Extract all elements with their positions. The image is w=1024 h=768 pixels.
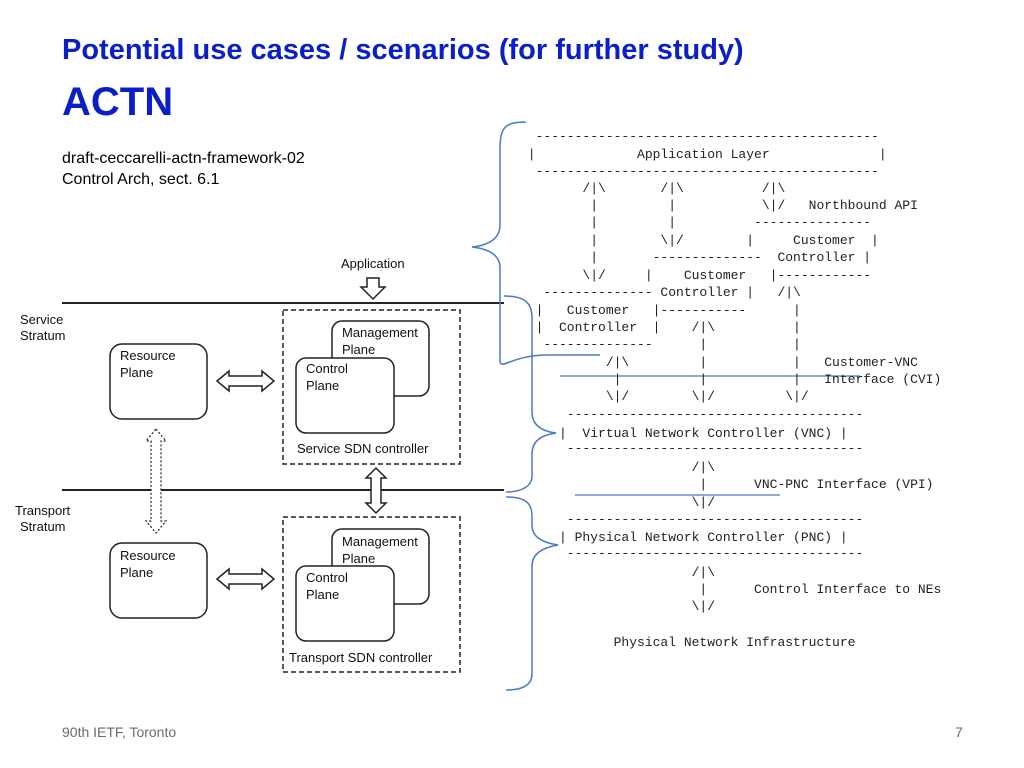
ascii-line-20: /|\ — [520, 460, 715, 475]
ascii-line-07: | \|/ | Customer | — [520, 233, 879, 248]
ascii-line-06: | | --------------- — [520, 215, 871, 230]
ascii-line-21: | VNC-PNC Interface (VPI) — [520, 477, 933, 492]
service-double-arrow — [215, 369, 276, 393]
service-resource-plane-box — [109, 343, 208, 420]
brace-vnc — [503, 295, 557, 493]
reference-text: draft-ceccarelli-actn-framework-02 Contr… — [62, 148, 305, 190]
brace-pnc — [505, 496, 559, 691]
ascii-line-23: -------------------------------------- — [520, 512, 863, 527]
transport-resource-plane-box — [109, 542, 208, 619]
transport-control-plane-label: Control Plane — [306, 570, 352, 602]
controller-vertical-arrow — [364, 466, 388, 515]
ascii-line-17: -------------------------------------- — [520, 407, 863, 422]
ascii-line-01: ----------------------------------------… — [520, 129, 879, 144]
service-control-plane-label: Control Plane — [306, 361, 352, 393]
reference-line-1: draft-ceccarelli-actn-framework-02 — [62, 150, 305, 167]
ascii-line-16: \|/ \|/ \|/ — [520, 389, 809, 404]
application-down-arrow — [359, 277, 387, 301]
ascii-line-26: /|\ — [520, 565, 715, 580]
mapping-braces — [471, 121, 600, 691]
resource-plane-vertical-arrow — [144, 428, 168, 534]
transport-control-plane-box — [295, 565, 395, 642]
slide-title: Potential use cases / scenarios (for fur… — [62, 34, 744, 66]
ascii-line-12: | Controller | /|\ | — [520, 320, 801, 335]
transport-sdn-controller-label: Transport SDN controller — [289, 650, 433, 665]
left-architecture-diagram: Application Service Stratum Transport St… — [15, 256, 504, 673]
ascii-line-13: -------------- | | — [520, 337, 801, 352]
ascii-line-30: Physical Network Infrastructure — [520, 635, 855, 650]
ascii-line-27: | Control Interface to NEs — [520, 582, 941, 597]
ascii-line-11: | Customer |----------- | — [520, 303, 801, 318]
ascii-line-05: | | \|/ Northbound API — [520, 198, 918, 213]
ascii-line-24: | Physical Network Controller (PNC) | — [520, 530, 848, 545]
transport-resource-plane-label: Resource Plane — [120, 548, 179, 580]
reference-line-2: Control Arch, sect. 6.1 — [62, 171, 220, 188]
brace-application-layer — [471, 121, 600, 365]
ascii-line-22: \|/ — [520, 495, 715, 510]
ascii-line-28: \|/ — [520, 599, 715, 614]
ascii-line-08: | -------------- Controller | — [520, 250, 871, 265]
transport-management-plane-label: Management Plane — [342, 534, 422, 566]
service-management-plane-label: Management Plane — [342, 325, 422, 357]
slide-subtitle: ACTN — [62, 80, 174, 124]
ascii-line-18: | Virtual Network Controller (VNC) | — [520, 426, 848, 441]
service-resource-plane-label: Resource Plane — [120, 348, 179, 380]
service-control-plane-box — [295, 357, 395, 434]
ascii-line-19: -------------------------------------- — [520, 441, 863, 456]
transport-double-arrow — [215, 567, 276, 591]
service-sdn-controller-label: Service SDN controller — [297, 441, 429, 456]
application-label: Application — [341, 256, 405, 271]
ascii-line-09: \|/ | Customer |------------ — [520, 268, 871, 283]
ascii-line-10: -------------- Controller | /|\ — [520, 285, 801, 300]
ascii-line-15: | | | Interface (CVI) — [520, 372, 941, 387]
transport-sdn-controller-box — [282, 516, 461, 673]
transport-stratum-label: Transport Stratum — [15, 503, 74, 534]
footer-event: 90th IETF, Toronto — [62, 724, 177, 740]
ascii-line-14: /|\ | | Customer-VNC — [520, 355, 918, 370]
ascii-line-25: -------------------------------------- — [520, 546, 863, 561]
page-number: 7 — [955, 724, 963, 740]
ascii-line-04: /|\ /|\ /|\ — [520, 181, 785, 196]
service-stratum-label: Service Stratum — [20, 312, 67, 343]
ascii-line-02: | Application Layer | — [520, 147, 887, 162]
actn-ascii-diagram: -------------------------------------- --… — [520, 129, 941, 650]
ascii-line-03: ----------------------------------------… — [520, 164, 879, 179]
service-sdn-controller-box — [282, 309, 461, 465]
